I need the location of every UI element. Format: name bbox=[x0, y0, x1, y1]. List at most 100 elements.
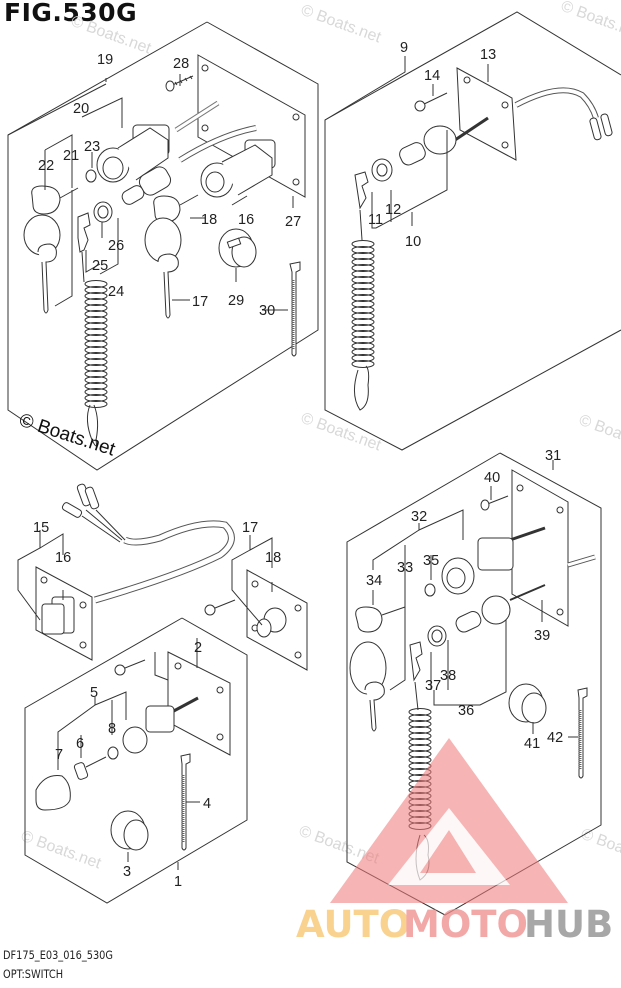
watermark-text: © Boats.net bbox=[16, 410, 118, 461]
watermark-text: © Boats.net bbox=[577, 412, 621, 457]
callout-label: 8 bbox=[108, 721, 116, 737]
callout-label: 29 bbox=[228, 293, 244, 309]
callout-label: 25 bbox=[92, 258, 108, 274]
rocker-switch-icon bbox=[41, 596, 75, 635]
callout-label: 37 bbox=[425, 678, 441, 694]
callout-label: 9 bbox=[400, 40, 408, 56]
coil-loop bbox=[408, 744, 432, 752]
coil-loop bbox=[408, 720, 432, 728]
coil-loop bbox=[84, 382, 108, 390]
cap-icon bbox=[110, 810, 149, 851]
mounting-plate bbox=[511, 469, 569, 627]
callout-label: 38 bbox=[440, 668, 456, 684]
panel-middle-left bbox=[17, 483, 308, 671]
callout-label: 3 bbox=[123, 864, 131, 880]
callout-label: 2 bbox=[194, 640, 202, 656]
coil-loop bbox=[84, 316, 108, 324]
connector-icon bbox=[61, 483, 126, 543]
callout-label: 34 bbox=[366, 573, 382, 589]
panel-top-left bbox=[7, 21, 319, 471]
coil-loop bbox=[351, 270, 375, 278]
figure-code: DF175_E03_016_530G bbox=[3, 948, 113, 962]
callouts-bottom-right: 31 40 32 35 33 34 39 38 37 36 41 42 bbox=[366, 448, 563, 752]
watermark-text: © Boats.net bbox=[299, 2, 384, 47]
figure-title: FIG.530G bbox=[4, 0, 138, 27]
stop-switch-icon bbox=[121, 166, 172, 205]
coil-loop bbox=[351, 342, 375, 350]
coil-loop bbox=[408, 726, 432, 734]
callout-label: 28 bbox=[173, 56, 189, 72]
callout-label: 20 bbox=[73, 101, 89, 117]
watermark-text: © Boats.net bbox=[299, 410, 384, 455]
lanyard-clip-icon bbox=[77, 212, 91, 253]
callouts-middle-left: 15 16 17 18 bbox=[33, 520, 281, 566]
callout-label: 39 bbox=[534, 628, 550, 644]
callout-label: 42 bbox=[547, 730, 563, 746]
coil-loop bbox=[351, 354, 375, 362]
coil-loop bbox=[84, 388, 108, 396]
logo-text-hub: HUB bbox=[524, 903, 613, 946]
automotohub-logo: AUTO MOTO HUB bbox=[296, 738, 613, 946]
coil-loop bbox=[84, 292, 108, 300]
callout-label: 7 bbox=[55, 747, 63, 763]
coil-loop bbox=[408, 714, 432, 722]
washer-icon bbox=[424, 583, 436, 597]
leader-lines bbox=[7, 74, 294, 311]
coil-loop bbox=[84, 394, 108, 402]
ignition-switch-icon bbox=[122, 696, 199, 754]
watermark-text: © Boats.net bbox=[579, 826, 621, 871]
figure-subtitle: OPT:SWITCH bbox=[3, 967, 64, 981]
ignition-switch-icon bbox=[441, 526, 546, 595]
screw-icon bbox=[165, 75, 194, 92]
coil-loop bbox=[351, 324, 375, 332]
coil-loop bbox=[351, 312, 375, 320]
logo-text-moto: MOTO bbox=[403, 903, 528, 946]
callout-label: 10 bbox=[405, 234, 421, 250]
coil-loop bbox=[84, 340, 108, 348]
washer-icon bbox=[85, 169, 97, 183]
callout-label: 13 bbox=[480, 47, 496, 63]
connector-icon bbox=[589, 113, 613, 141]
coil-loop bbox=[351, 330, 375, 338]
screw-icon bbox=[204, 599, 236, 616]
coil-loop bbox=[84, 322, 108, 330]
coil-loop bbox=[408, 708, 432, 716]
callout-label: 26 bbox=[108, 238, 124, 254]
callout-label: 31 bbox=[545, 448, 561, 464]
callouts-top-right: 9 13 14 11 12 10 bbox=[368, 40, 496, 250]
lanyard-clip-icon bbox=[354, 171, 369, 210]
callout-label: 6 bbox=[76, 736, 84, 752]
callout-label: 32 bbox=[411, 509, 427, 525]
stop-switch-icon bbox=[455, 584, 546, 633]
callout-label: 4 bbox=[203, 796, 211, 812]
coil-loop bbox=[351, 336, 375, 344]
callout-label: 17 bbox=[242, 520, 258, 536]
callout-label: 40 bbox=[484, 470, 500, 486]
coil-loop bbox=[84, 358, 108, 366]
callout-label: 5 bbox=[90, 685, 98, 701]
key-icon bbox=[73, 756, 107, 780]
panel-top-right bbox=[324, 11, 621, 451]
logo-text-auto: AUTO bbox=[296, 903, 410, 946]
coiled-cord-icon bbox=[351, 209, 375, 411]
coil-loop bbox=[84, 328, 108, 336]
callout-label: 21 bbox=[63, 148, 79, 164]
callout-label: 12 bbox=[385, 202, 401, 218]
cap-icon bbox=[508, 683, 547, 724]
callouts-top-left: 19 28 20 23 22 21 26 18 16 27 25 24 17 2… bbox=[38, 52, 301, 319]
lanyard-clip-icon bbox=[409, 641, 423, 682]
callout-label: 18 bbox=[201, 212, 217, 228]
coil-loop bbox=[84, 352, 108, 360]
callout-label: 16 bbox=[55, 550, 71, 566]
panel-outline bbox=[324, 11, 621, 451]
tie-wrap-icon bbox=[289, 261, 301, 357]
callout-label: 23 bbox=[84, 139, 100, 155]
panel-outline bbox=[24, 617, 248, 904]
ignition-switch-icon bbox=[200, 139, 276, 198]
watermark-text: © Boats.net bbox=[69, 13, 154, 58]
coil-loop bbox=[408, 738, 432, 746]
mounting-plate bbox=[456, 67, 517, 161]
coil-loop bbox=[84, 286, 108, 294]
